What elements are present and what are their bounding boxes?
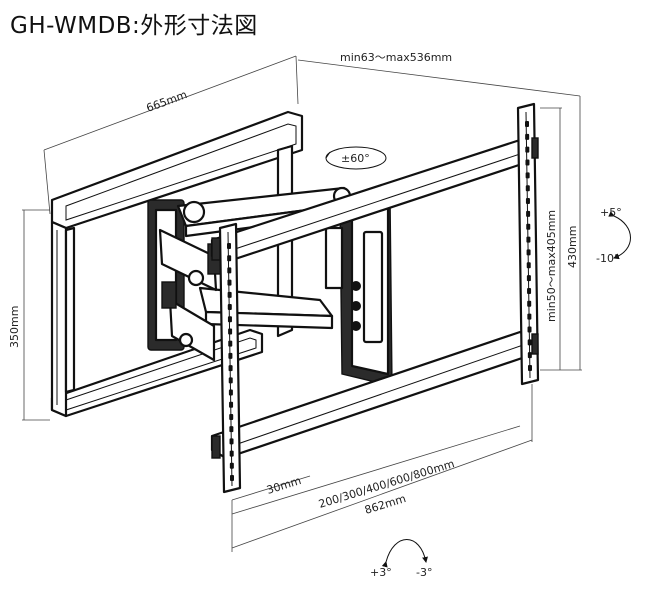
arm-extension-label: min63～max536mm [340,51,452,64]
slot-hole [526,275,531,282]
slot-hole [229,450,234,457]
slot-hole [527,300,532,307]
slot-hole [227,243,231,249]
slot-hole [525,172,530,179]
slot-hole [229,401,234,408]
slot-hole [228,365,233,372]
slot-hole [526,249,531,256]
page-title: GH-WMDB:外形寸法図 [10,13,258,39]
slot-hole [227,316,232,323]
tilt-carriage [324,195,393,400]
slot-hole [229,462,234,469]
left-vertical-strap [211,222,242,494]
slot-hole [229,438,234,445]
slot-hole [228,389,233,396]
slot-hole [525,146,530,153]
slot-hole [525,159,530,166]
slot-hole [525,133,530,140]
slot-hole [228,340,233,347]
hole-offset-label: 30mm [265,474,303,497]
tilt-indicator [608,211,631,260]
level-indicator [381,539,428,568]
slot-hole [227,255,232,262]
slot-hole [227,279,232,286]
swivel-indicator [325,146,387,170]
right-vertical-strap [516,102,540,386]
vertical-pattern-label: min50～max405mm [545,210,558,322]
level-plus-label: +3° [370,566,392,579]
slot-hole [527,352,532,359]
slot-hole [527,326,532,333]
slot-hole [525,198,530,205]
slot-hole [227,291,232,298]
slot-hole [526,262,531,269]
slot-hole [526,236,531,243]
slot-hole [527,339,532,346]
slot-hole [525,185,530,192]
slot-hole [527,287,532,294]
slot-hole [228,377,233,384]
tilt-up-label: +5° [600,206,622,219]
slot-hole [526,223,531,230]
slot-hole [525,121,529,127]
slot-hole [228,328,233,335]
slot-hole [227,267,232,274]
arm-width-label: 665mm [145,88,189,115]
level-minus-label: -3° [416,566,432,579]
dimension-lines [22,55,582,552]
plate-height-label: 430mm [566,226,579,268]
slot-hole [229,413,234,420]
slot-hole [229,426,234,433]
tilt-down-label: -10° [596,252,619,265]
slot-hole [526,210,531,217]
slot-hole [228,352,233,359]
slot-hole [230,475,234,481]
swivel-label: ±60° [341,152,370,165]
wall-plate-height-label: 350mm [8,306,21,348]
slot-hole [227,304,232,311]
slot-hole [527,313,532,320]
slot-hole [528,365,532,371]
